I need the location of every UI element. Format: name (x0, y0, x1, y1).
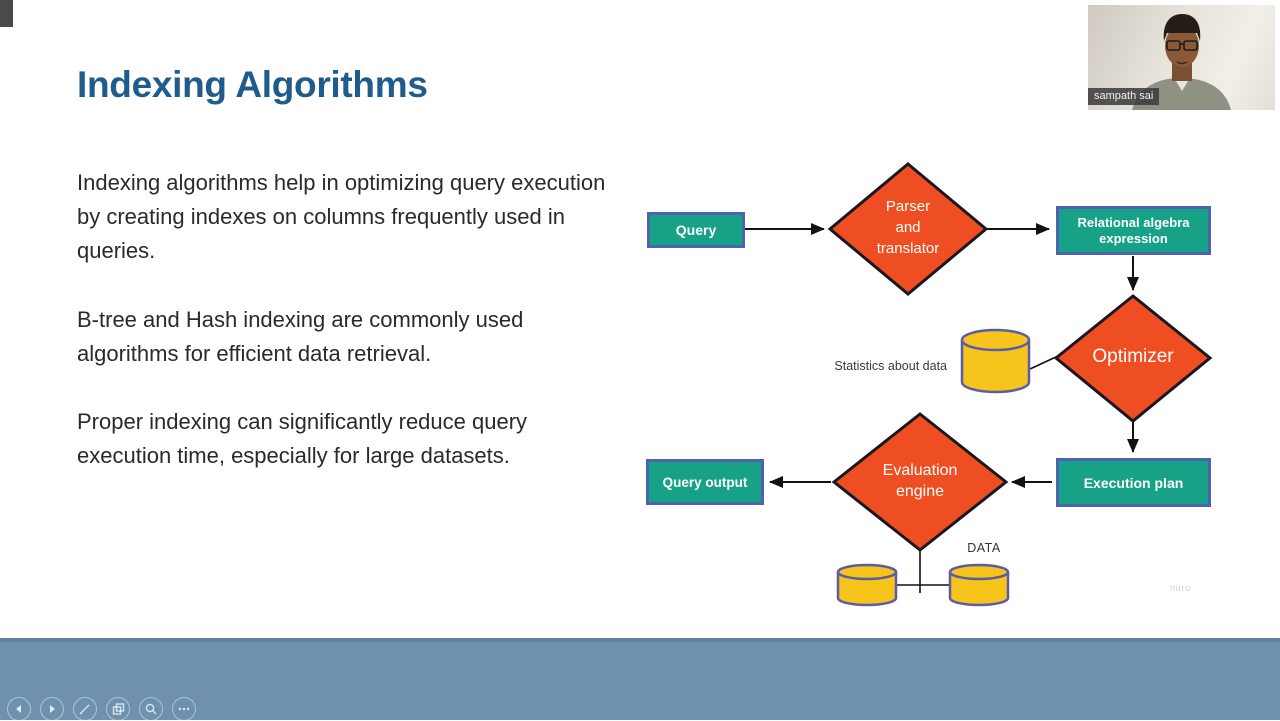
data-label: DATA (967, 541, 1001, 555)
parser-translator-label: Parser and translator (838, 196, 978, 259)
magnifier-icon[interactable] (139, 697, 163, 721)
query-output-node: Query output (646, 459, 764, 505)
relational-algebra-line2: expression (1099, 230, 1168, 246)
webcam-video-tile[interactable]: sampath sai (1088, 5, 1275, 110)
next-slide-icon[interactable] (40, 697, 64, 721)
parser-line3: translator (876, 240, 940, 257)
optimizer-label: Optimizer (1092, 346, 1174, 367)
slide-paragraph: Proper indexing can significantly reduce… (77, 409, 528, 468)
relational-algebra-line1: Relational algebra (1077, 214, 1190, 230)
query-processing-diagram: Query Relational algebra expression Exec… (600, 150, 1280, 620)
participant-name-badge: sampath sai (1088, 88, 1160, 105)
optimizer-diamond (1053, 294, 1213, 423)
slide-canvas: Indexing Algorithms Indexing algorithms … (0, 0, 1280, 620)
query-node-label: Query (675, 222, 717, 238)
previous-slide-icon[interactable] (7, 697, 31, 721)
parser-line1: Parser (885, 198, 931, 215)
slide-paragraph: B-tree and Hash indexing are commonly us… (77, 307, 524, 366)
more-options-icon[interactable] (172, 697, 196, 721)
execution-plan-label: Execution plan (1083, 474, 1184, 491)
window-corner-artifact (0, 0, 13, 27)
relational-algebra-label: Relational algebra expression (1078, 215, 1190, 247)
query-output-label: Query output (662, 474, 748, 490)
slideshow-toolbar (7, 697, 196, 721)
pen-icon[interactable] (73, 697, 97, 721)
parser-line2: and (895, 219, 921, 236)
data-database-left-icon (836, 563, 898, 607)
line-statistics-to-optimizer (1029, 355, 1059, 370)
query-node: Query (647, 212, 745, 248)
statistics-database-icon (960, 328, 1031, 394)
data-database-right-icon (948, 563, 1010, 607)
relational-algebra-node: Relational algebra expression (1056, 206, 1211, 255)
presenter-footer-bar (0, 638, 1280, 721)
diagram-shapes (745, 162, 1213, 607)
execution-plan-node: Execution plan (1056, 458, 1211, 507)
evaluation-line2: engine (895, 483, 945, 500)
evaluation-line1: Evaluation (882, 462, 958, 479)
miro-watermark: miro (1170, 583, 1191, 594)
slide-paragraph: Indexing algorithms help in optimizing q… (77, 170, 606, 263)
statistics-label: Statistics about data (834, 359, 947, 373)
all-slides-icon[interactable] (106, 697, 130, 721)
evaluation-diamond (831, 412, 1009, 552)
evaluation-engine-label: Evaluation engine (850, 460, 990, 502)
parser-diamond (827, 162, 989, 296)
slide-title: Indexing Algorithms (77, 64, 428, 105)
